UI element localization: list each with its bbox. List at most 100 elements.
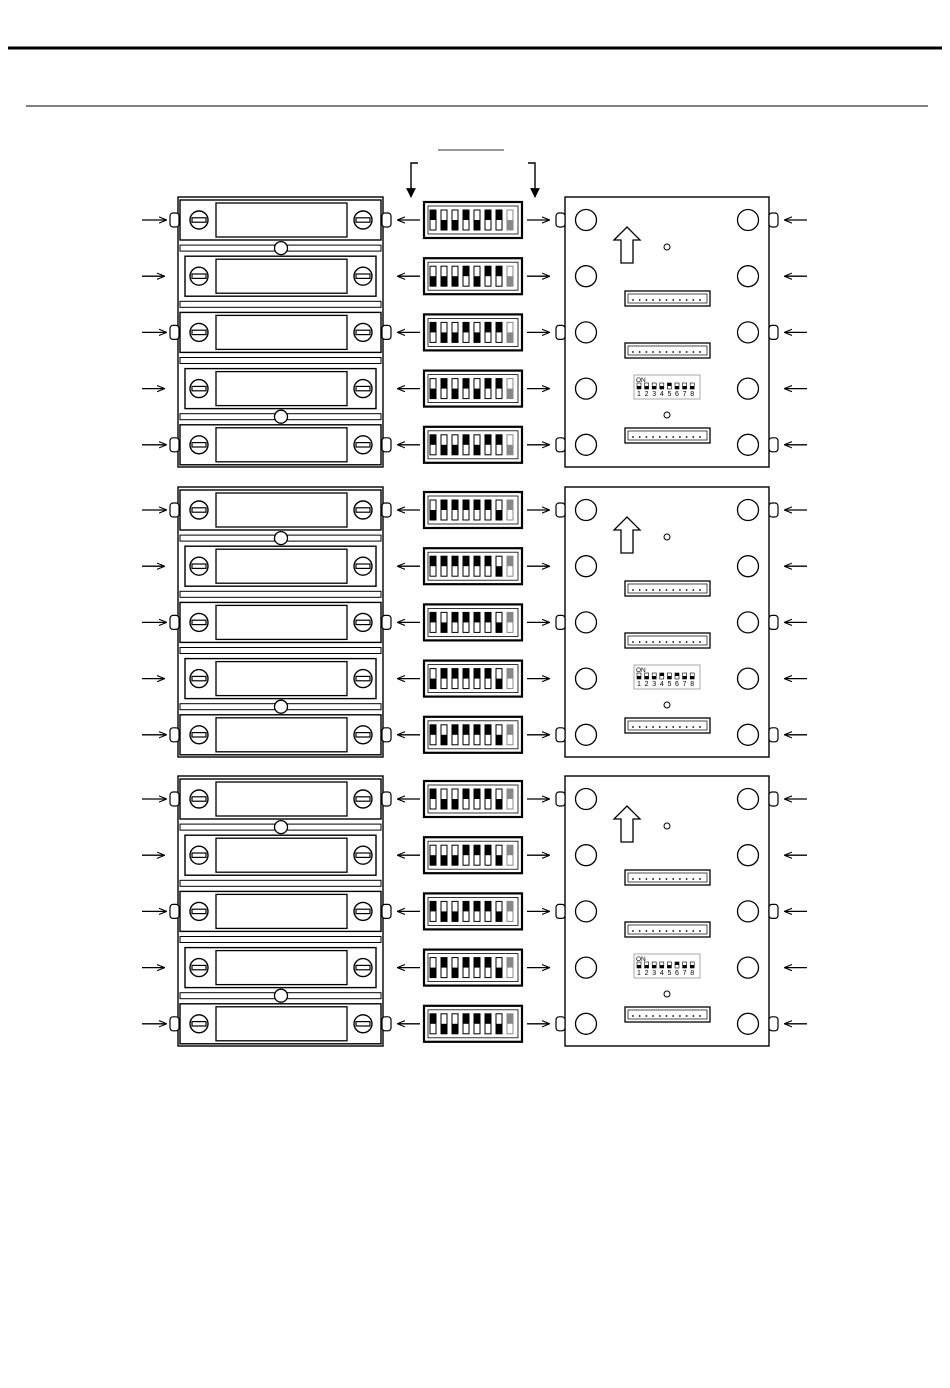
- dip-knob: [667, 676, 671, 679]
- dip-knob: [463, 901, 469, 911]
- dip-knob: [474, 556, 480, 566]
- screw-icon: [190, 790, 208, 808]
- side-tab: [556, 615, 565, 629]
- dip-switch: [424, 548, 522, 584]
- side-tab: [556, 728, 565, 742]
- ribbon-connector: [625, 922, 710, 937]
- ribbon-connector: [625, 633, 710, 648]
- screw-icon: [354, 557, 372, 575]
- screw-icon: [354, 501, 372, 519]
- screw-icon: [190, 846, 208, 864]
- dip-switch: [424, 314, 522, 350]
- dip-knob: [474, 612, 480, 622]
- dip-knob: [667, 965, 671, 968]
- screw-icon: [190, 1015, 208, 1033]
- dip-knob: [452, 220, 458, 230]
- label-window: [216, 605, 347, 639]
- side-tab: [769, 325, 778, 339]
- dip-knob: [507, 276, 513, 286]
- dip-switch: [424, 492, 522, 528]
- dip-knob: [463, 210, 469, 220]
- dip-number: 4: [660, 970, 664, 977]
- dip-knob: [496, 266, 502, 276]
- dip-knob: [441, 799, 447, 809]
- dip-number: 1: [637, 970, 641, 977]
- mounting-hole: [576, 668, 597, 689]
- dip-knob: [496, 622, 502, 632]
- dip-knob: [430, 679, 436, 689]
- dip-knob: [645, 386, 649, 389]
- mounting-hole: [576, 210, 597, 231]
- connector-knob: [275, 989, 288, 1002]
- mounting-hole: [576, 724, 597, 745]
- dip-number: 3: [652, 970, 656, 977]
- dip-knob: [474, 901, 480, 911]
- dip-knob: [660, 965, 664, 968]
- mounting-hole: [576, 556, 597, 577]
- screw-icon: [190, 902, 208, 920]
- dip-knob: [441, 855, 447, 865]
- mounting-hole: [738, 957, 759, 978]
- dip-knob: [430, 322, 436, 332]
- label-window: [216, 372, 347, 406]
- dip-number: 8: [690, 970, 694, 977]
- side-tab: [170, 503, 179, 517]
- panel-separator: [180, 591, 381, 597]
- label-window: [216, 493, 347, 527]
- dip-switch: [424, 661, 522, 697]
- dip-knob: [441, 500, 447, 510]
- dip-number: 7: [683, 970, 687, 977]
- side-tab: [556, 438, 565, 452]
- dip-knob: [496, 735, 502, 745]
- dip-knob: [430, 1014, 436, 1024]
- dip-knob: [485, 901, 491, 911]
- mounting-hole: [738, 500, 759, 521]
- screw-icon: [190, 323, 208, 341]
- dip-knob: [485, 1014, 491, 1024]
- side-tab: [170, 728, 179, 742]
- dip-knob: [675, 962, 679, 965]
- dip-number: 1: [637, 681, 641, 688]
- dip-knob: [452, 500, 458, 510]
- dip-knob: [474, 276, 480, 286]
- dip-knob: [652, 386, 656, 389]
- dip-knob: [675, 673, 679, 676]
- dip-knob: [474, 389, 480, 399]
- mounting-hole: [738, 210, 759, 231]
- dip-number: 5: [667, 681, 671, 688]
- side-tab: [769, 792, 778, 806]
- dip-knob: [430, 612, 436, 622]
- dip-switch: [424, 427, 522, 463]
- panel-separator: [180, 880, 381, 886]
- dip-knob: [463, 789, 469, 799]
- dip-knob: [485, 725, 491, 735]
- led-indicator: [664, 412, 670, 418]
- switch-group-2: ON12345678: [142, 487, 807, 757]
- dip-knob: [496, 210, 502, 220]
- dip-knob: [463, 725, 469, 735]
- screw-icon: [354, 902, 372, 920]
- dip-knob: [652, 965, 656, 968]
- side-tab: [170, 792, 179, 806]
- dip-knob: [430, 855, 436, 865]
- label-window: [216, 1007, 347, 1041]
- screw-icon: [190, 670, 208, 688]
- dip-number: 4: [660, 391, 664, 398]
- side-tab: [769, 213, 778, 227]
- dip-number: 7: [683, 681, 687, 688]
- dip-knob: [452, 968, 458, 978]
- mounting-hole: [738, 378, 759, 399]
- mounting-hole: [738, 612, 759, 633]
- label-window: [216, 782, 347, 816]
- dip-knob: [683, 386, 687, 389]
- dip-knob: [430, 789, 436, 799]
- label-window: [216, 259, 347, 293]
- side-tab: [769, 728, 778, 742]
- mounting-hole: [738, 724, 759, 745]
- screw-icon: [190, 613, 208, 631]
- dip-knob: [441, 669, 447, 679]
- connector-knob: [275, 821, 288, 834]
- dip-knob: [430, 901, 436, 911]
